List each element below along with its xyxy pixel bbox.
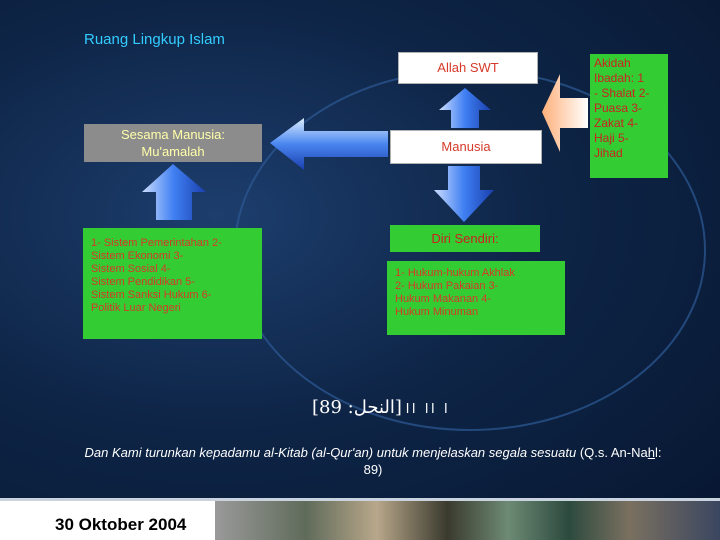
- up-arrow-icon: [439, 88, 491, 128]
- akidah-line: Akidah: [594, 56, 631, 70]
- diri-sendiri-label: Diri Sendiri:: [431, 231, 499, 246]
- left-arrow-icon: [270, 118, 388, 170]
- sistem-list-box: 1- Sistem Pemerintahan 2- Sistem Ekonomi…: [83, 228, 262, 339]
- sistem-line: Sistem Sosial 4-: [91, 263, 171, 275]
- footer-date: 30 Oktober 2004: [55, 515, 187, 534]
- akidah-line: Ibadah: 1: [594, 71, 645, 85]
- akidah-ibadah-box: Akidah Ibadah: 1 - Shalat 2- Puasa 3- Za…: [590, 54, 668, 178]
- akidah-line: - Shalat 2-: [594, 86, 650, 100]
- manusia-label: Manusia: [441, 139, 491, 154]
- sistem-line: Sistem Sanksi Hukum 6-: [91, 289, 212, 301]
- quran-reference: [النحل: 89]: [312, 397, 402, 418]
- akidah-line: Zakat 4-: [594, 116, 639, 130]
- manusia-box: Manusia: [390, 130, 542, 164]
- date-panel: [0, 501, 215, 540]
- allah-swt-label: Allah SWT: [437, 60, 499, 75]
- allah-swt-box: Allah SWT: [398, 52, 538, 84]
- akidah-line: Haji 5-: [594, 131, 629, 145]
- sesama-manusia-box: Sesama Manusia: Mu'amalah: [84, 124, 262, 162]
- up-arrow-icon-left: [142, 164, 206, 220]
- citation-underlined: h: [647, 445, 655, 460]
- hukum-line: Hukum Makanan 4-: [395, 293, 491, 305]
- footer-photo-strip: [215, 501, 720, 540]
- citation-prefix: (Q.s. An-Na: [576, 445, 648, 460]
- sistem-line: Sistem Pendidikan 5-: [91, 276, 195, 288]
- page-title: Ruang Lingkup Islam: [84, 31, 225, 48]
- sistem-line: 1- Sistem Pemerintahan 2-: [91, 237, 222, 249]
- sesama-manusia-line1: Sesama Manusia:: [120, 127, 226, 142]
- down-arrow-icon: [434, 166, 494, 222]
- diri-sendiri-box: Diri Sendiri:: [390, 225, 540, 252]
- hukum-list-box: 1- Hukum-hukum Akhlak 2- Hukum Pakaian 3…: [387, 261, 565, 335]
- translation-text: Dan Kami turunkan kepadamu al-Kitab (al-…: [84, 445, 577, 460]
- sistem-line: Politik Luar Negeri: [91, 302, 181, 314]
- citation-suffix: l: 89): [363, 445, 662, 477]
- hukum-line: Hukum Minuman: [395, 306, 479, 318]
- sesama-manusia-line2: Mu'amalah: [141, 144, 205, 159]
- hukum-line: 1- Hukum-hukum Akhlak: [395, 267, 515, 279]
- akidah-line: Jihad: [594, 146, 623, 160]
- footer-divider: [0, 498, 720, 501]
- sistem-line: Sistem Ekonomi 3-: [91, 250, 184, 262]
- hukum-line: 2- Hukum Pakaian 3-: [395, 280, 499, 292]
- akidah-line: Puasa 3-: [594, 101, 643, 115]
- orange-left-arrow-icon: [542, 74, 588, 152]
- verse-translation: Dan Kami turunkan kepadamu al-Kitab (al-…: [78, 444, 668, 478]
- quran-marks: ll ll l: [406, 400, 451, 416]
